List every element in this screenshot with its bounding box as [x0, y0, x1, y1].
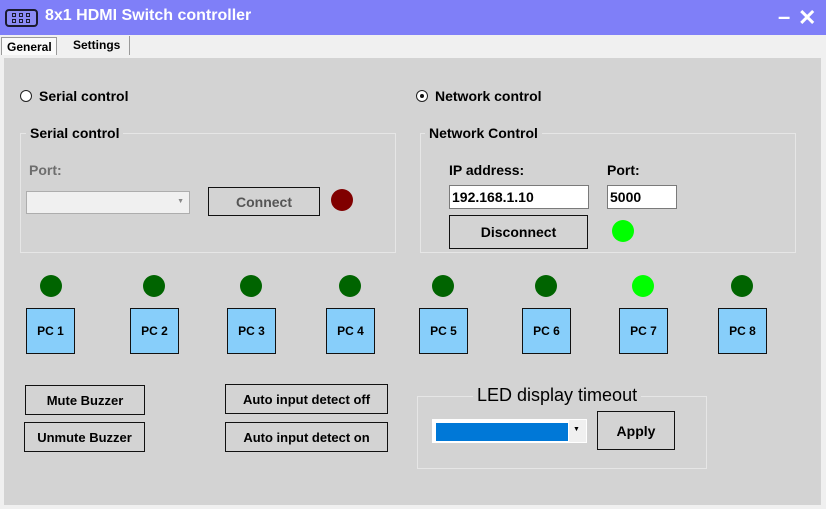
led-timeout-title: LED display timeout [473, 385, 642, 406]
close-icon: ✕ [798, 5, 817, 30]
network-control-group [420, 133, 796, 253]
minimize-icon: – [778, 4, 791, 29]
pc7-button[interactable]: PC 7 [619, 308, 668, 354]
network-status-led [612, 220, 634, 242]
serial-port-label: Port: [29, 162, 62, 178]
tab-settings[interactable]: Settings [62, 36, 130, 55]
pc1-button[interactable]: PC 1 [26, 308, 75, 354]
chevron-down-icon: ▼ [573, 426, 580, 433]
chevron-down-icon: ▼ [177, 198, 184, 205]
pc5-status-led [432, 275, 454, 297]
network-port-input[interactable]: 5000 [607, 185, 677, 209]
serial-control-group-title: Serial control [26, 125, 124, 141]
pc8-button[interactable]: PC 8 [718, 308, 767, 354]
tab-strip: General Settings [0, 35, 826, 55]
tab-general[interactable]: General [1, 37, 57, 55]
connect-button[interactable]: Connect [208, 187, 320, 216]
led-timeout-selected-value [436, 423, 568, 441]
serial-control-radio[interactable]: Serial control [20, 88, 128, 104]
title-bar: 8x1 HDMI Switch controller – ✕ [0, 0, 826, 35]
close-button[interactable]: ✕ [798, 5, 816, 31]
pc2-button[interactable]: PC 2 [130, 308, 179, 354]
pc8-status-led [731, 275, 753, 297]
hdmi-switch-icon [5, 9, 38, 27]
serial-status-led [331, 189, 353, 211]
apply-button[interactable]: Apply [597, 411, 675, 450]
mute-buzzer-button[interactable]: Mute Buzzer [25, 385, 145, 415]
pc4-status-led [339, 275, 361, 297]
network-port-label: Port: [607, 162, 640, 178]
pc7-status-led [632, 275, 654, 297]
serial-control-group [20, 133, 396, 253]
pc5-button[interactable]: PC 5 [419, 308, 468, 354]
pc2-status-led [143, 275, 165, 297]
serial-port-dropdown[interactable]: ▼ [26, 191, 190, 214]
auto-detect-off-button[interactable]: Auto input detect off [225, 384, 388, 414]
general-panel: Serial control Network control Serial co… [4, 58, 821, 505]
ip-address-label: IP address: [449, 162, 525, 178]
pc4-button[interactable]: PC 4 [326, 308, 375, 354]
network-control-group-title: Network Control [425, 125, 542, 141]
pc6-status-led [535, 275, 557, 297]
pc3-button[interactable]: PC 3 [227, 308, 276, 354]
ip-address-input[interactable]: 192.168.1.10 [449, 185, 589, 209]
radio-unchecked-icon [20, 90, 32, 102]
network-control-radio-label: Network control [435, 88, 542, 104]
auto-detect-on-button[interactable]: Auto input detect on [225, 422, 388, 452]
unmute-buzzer-button[interactable]: Unmute Buzzer [24, 422, 145, 452]
network-control-radio[interactable]: Network control [416, 88, 542, 104]
window-title: 8x1 HDMI Switch controller [45, 7, 252, 24]
pc3-status-led [240, 275, 262, 297]
led-timeout-dropdown[interactable]: ▼ [432, 419, 587, 443]
pc1-status-led [40, 275, 62, 297]
pc6-button[interactable]: PC 6 [522, 308, 571, 354]
serial-control-radio-label: Serial control [39, 88, 129, 104]
minimize-button[interactable]: – [778, 4, 790, 30]
radio-checked-icon [416, 90, 428, 102]
disconnect-button[interactable]: Disconnect [449, 215, 588, 249]
